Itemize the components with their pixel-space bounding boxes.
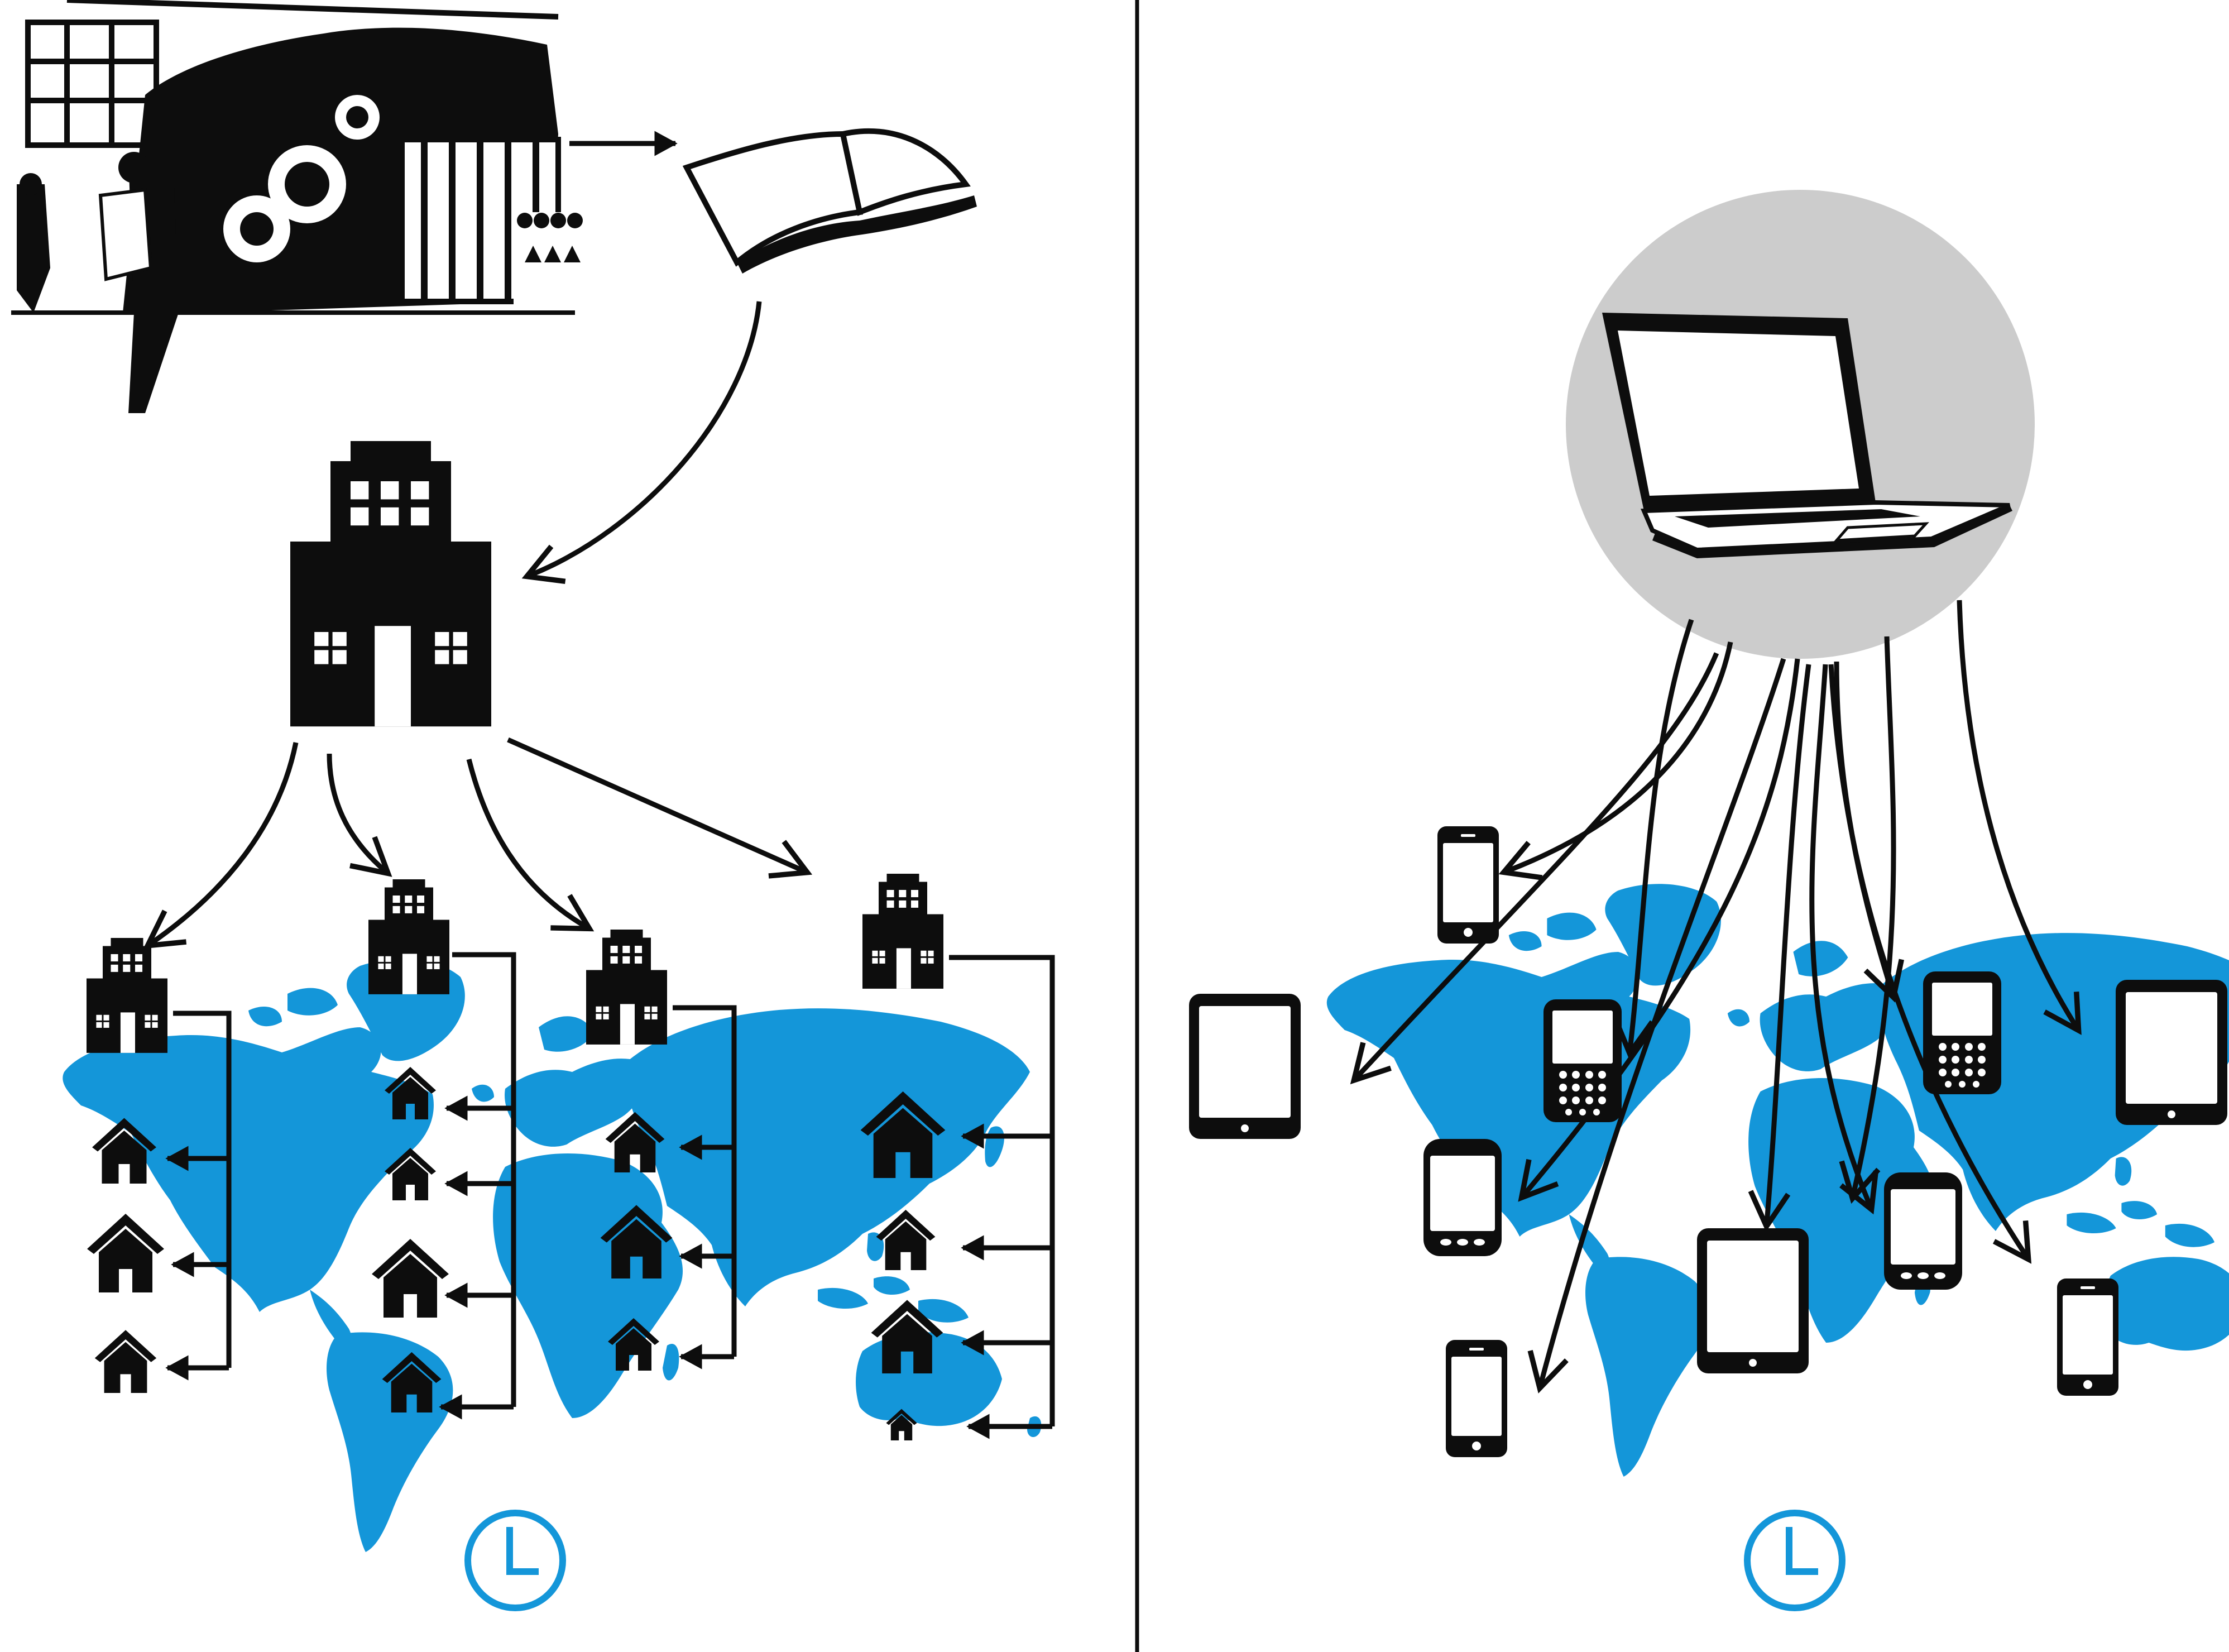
printing-press-icon	[11, 0, 583, 413]
distributor-building-icon	[87, 938, 167, 1053]
slim-phone-icon	[1423, 1139, 1502, 1256]
distributor-group-1	[87, 938, 232, 1393]
laptop-icon	[1602, 313, 2012, 558]
smartphone-icon	[2057, 1278, 2118, 1396]
publisher-to-distributor-arrows	[143, 737, 813, 949]
tablet-icon	[1697, 1228, 1809, 1373]
arrow-book-to-publisher	[521, 301, 762, 584]
left-panel	[11, 0, 1055, 1611]
distributor-building-icon	[368, 879, 449, 994]
publisher-building-icon	[290, 441, 491, 727]
smartphone-icon	[1446, 1340, 1507, 1457]
clock-icon	[464, 1510, 566, 1611]
keypad-phone-icon	[1543, 999, 1622, 1122]
tablet-icon	[1189, 994, 1301, 1139]
distributor-building-icon	[586, 930, 667, 1045]
smartphone-icon	[1437, 826, 1499, 944]
distributor-building-icon	[862, 874, 943, 989]
distributor-group-3	[586, 930, 737, 1371]
slim-phone-icon	[1884, 1172, 1962, 1290]
keypad-phone-icon	[1923, 971, 2001, 1094]
tablet-icon	[2116, 980, 2227, 1125]
right-panel	[1189, 190, 2229, 1611]
distributor-group-2	[368, 879, 516, 1420]
clock-icon	[1744, 1510, 1845, 1611]
open-book-icon	[682, 128, 977, 274]
distributor-group-4	[860, 874, 1055, 1440]
